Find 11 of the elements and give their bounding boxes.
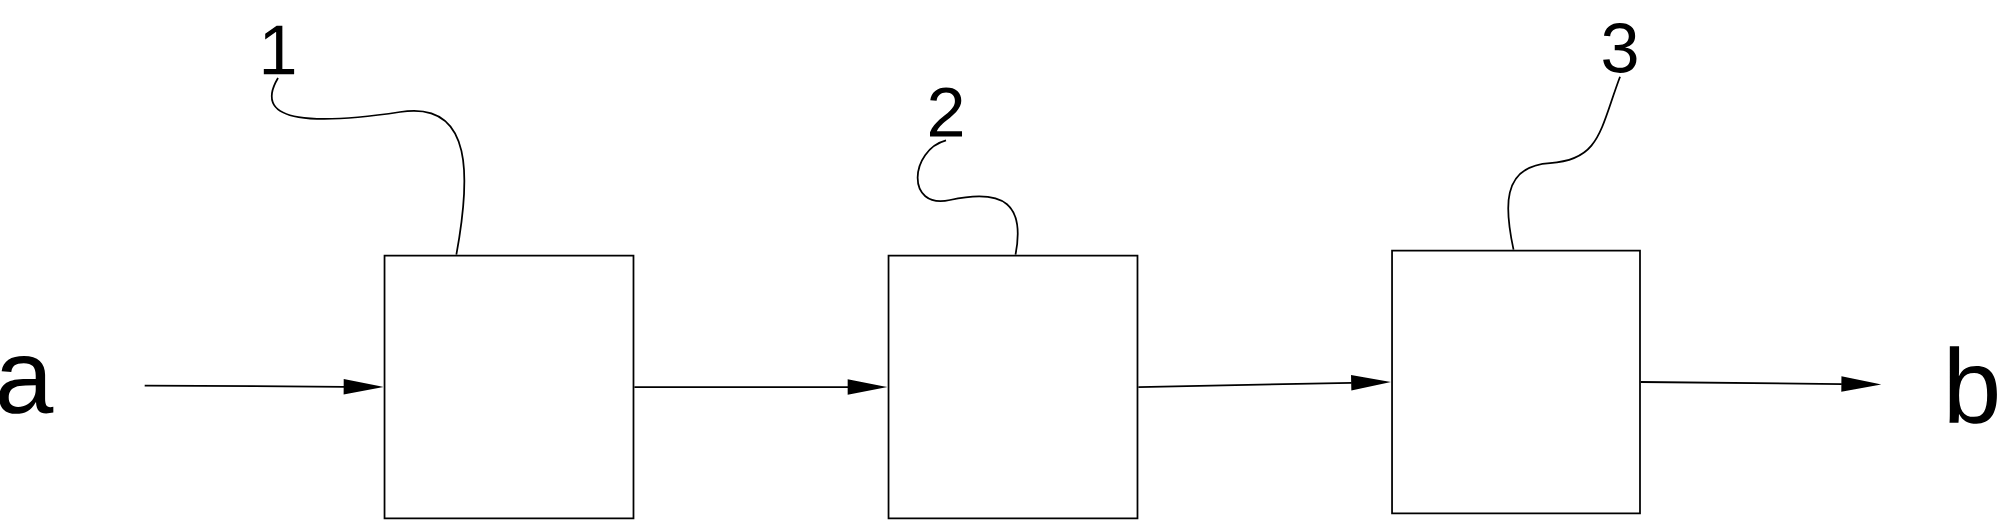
leader-line xyxy=(916,139,1019,256)
callout-number: 3 xyxy=(1603,23,1637,73)
callout-number: 2 xyxy=(930,87,962,137)
callout-number: 1 xyxy=(263,25,295,75)
process-box xyxy=(383,254,635,520)
leader-line xyxy=(270,77,466,256)
process-box xyxy=(887,254,1139,520)
output-label: b xyxy=(1949,346,1997,424)
leader-line xyxy=(1507,75,1621,251)
input-label: a xyxy=(0,356,54,414)
process-box xyxy=(1391,249,1641,515)
